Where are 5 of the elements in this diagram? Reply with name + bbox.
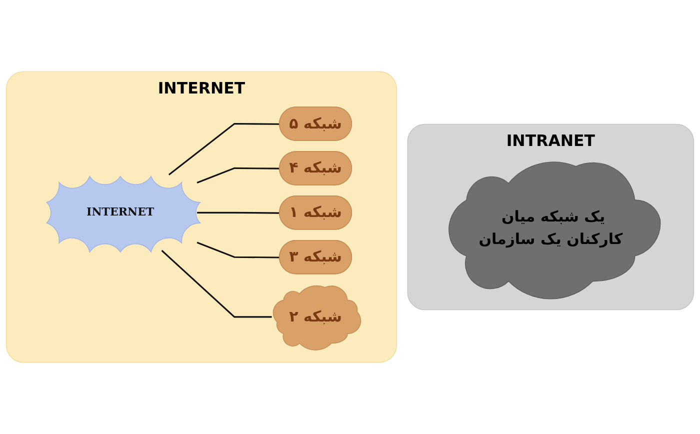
connector — [196, 167, 280, 184]
connector — [197, 212, 280, 214]
connector — [161, 250, 272, 318]
connector — [168, 122, 280, 176]
connector — [196, 242, 280, 258]
